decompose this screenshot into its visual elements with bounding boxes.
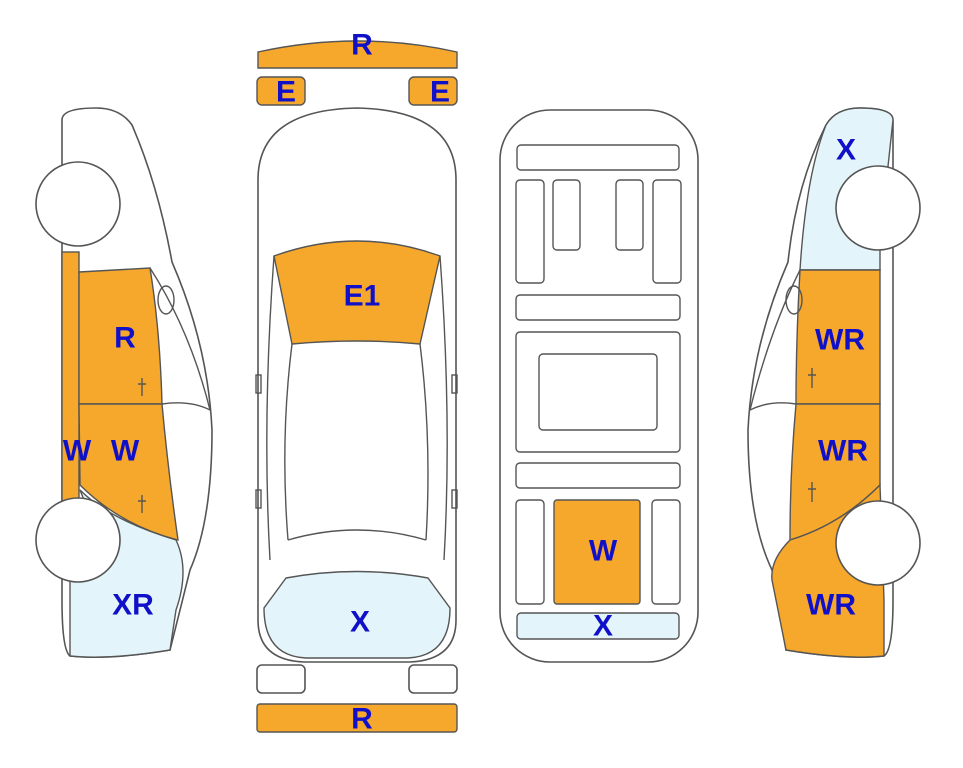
left-front-door-label: R: [114, 322, 136, 355]
front-bumper-label: R: [351, 29, 373, 62]
right-rear-door-label: WR: [818, 435, 868, 468]
rear-bumper-label: R: [351, 703, 373, 736]
left-rear-door-label: W: [111, 435, 140, 468]
left-rear-wheel: [35, 497, 121, 583]
underside-outline: [499, 109, 699, 663]
front-bumper-part[interactable]: [257, 40, 458, 69]
rear-window-label: X: [350, 606, 370, 639]
right-side-view: X WR WR WR: [747, 107, 921, 658]
left-rear-door-part[interactable]: [78, 403, 179, 541]
underbody-rear-part[interactable]: [516, 612, 680, 640]
left-front-wheel: [35, 161, 121, 247]
left-headlight-label: E: [276, 76, 296, 109]
right-front-fender-label: X: [836, 134, 856, 167]
underbody-rear-label: X: [593, 610, 613, 643]
left-side-view: R W W XR: [35, 107, 213, 658]
underside-view: W X: [499, 109, 699, 663]
trunk-floor-part[interactable]: [553, 499, 641, 605]
right-headlight-part[interactable]: [408, 76, 458, 106]
right-rear-wheel: [835, 500, 921, 586]
left-headlight-part[interactable]: [256, 76, 306, 106]
left-rear-quarter-label: XR: [112, 589, 154, 622]
left-pillar-label: W: [63, 435, 92, 468]
rear-bumper-part[interactable]: [256, 703, 458, 733]
left-taillight-part[interactable]: [256, 664, 306, 694]
right-rear-quarter-label: WR: [806, 589, 856, 622]
rear-window-part[interactable]: [263, 570, 451, 659]
top-view: R E E E1 X R: [255, 29, 458, 736]
right-front-wheel: [835, 165, 921, 251]
right-taillight-part[interactable]: [408, 664, 458, 694]
hood-label: E1: [344, 280, 381, 313]
right-headlight-label: E: [430, 76, 450, 109]
right-front-door-label: WR: [815, 324, 865, 357]
trunk-floor-label: W: [589, 535, 618, 568]
